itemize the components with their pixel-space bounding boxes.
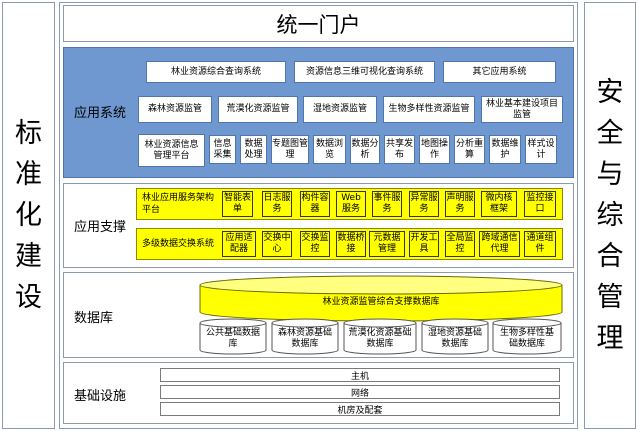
standardization-panel: 标准化建设: [2, 2, 55, 429]
app-row3-item: 样式设计: [525, 135, 557, 164]
support-row1-item: 构件容器: [300, 191, 330, 217]
main-database-cylinder: [199, 275, 563, 322]
unified-portal: 统一门户: [63, 5, 574, 42]
infra-network: 网络: [160, 385, 560, 399]
app-row3-item: 数据浏览: [313, 135, 346, 164]
support-row1-item: 智能表单: [222, 191, 253, 217]
app-row3-item: 数据分析: [350, 135, 380, 164]
app-row3-item: 地图操作: [419, 135, 450, 164]
support-row1-item: 异常服务: [409, 191, 439, 217]
support-row2-item: 全局监控: [445, 231, 475, 257]
app-row3-item: 信息采集: [209, 135, 236, 164]
support-row2-item: 跨域通信代理: [479, 231, 520, 257]
app-row3-item: 数据处理: [240, 135, 267, 164]
support-row2-item: 元数据管理: [369, 231, 405, 257]
app-row3-item: 共享发布: [384, 135, 415, 164]
application-system-label: 应用系统: [74, 105, 127, 121]
base-database-label: 荒漠化资源基础数据库: [348, 328, 412, 349]
support-row2-item: 通道组件: [524, 231, 556, 257]
database-label: 数据库: [74, 310, 114, 326]
support-row1-item: Web服务: [336, 191, 366, 217]
support-row2-item: 交换中心: [262, 231, 292, 257]
app-row3-item: 专题图管理: [271, 135, 309, 164]
security-management-title: 安全与综合管理: [596, 77, 624, 354]
support-row1-item: 声明服务: [445, 191, 475, 217]
infra-datacenter: 机房及配套: [160, 402, 560, 416]
infra-host: 主机: [160, 368, 560, 382]
app-row2-item: 湿地资源监管: [303, 96, 377, 123]
service-platform-label: 林业应用服务架构平台: [142, 193, 215, 215]
app-row3-item: 分析重算: [454, 135, 485, 164]
app-row1-item: 其它应用系统: [443, 61, 556, 83]
base-database-label: 森林资源基础数据库: [277, 328, 332, 349]
application-support-label: 应用支撑: [74, 219, 127, 235]
app-row2-item: 生物多样性资源监管: [383, 96, 475, 123]
infrastructure-label: 基础设施: [74, 388, 127, 404]
main-database-label: 林业资源监管综合支撑数据库: [322, 297, 440, 307]
app-row3-item: 数据维护: [489, 135, 521, 164]
unified-portal-label: 统一门户: [276, 12, 361, 37]
support-row2-item: 交换监控: [300, 231, 330, 257]
app-row1-item: 林业资源综合查询系统: [146, 61, 286, 83]
app-row2-item: 荒漠化资源监管: [218, 96, 298, 123]
standardization-title: 标准化建设: [15, 118, 42, 313]
base-database-label: 公共基础数据库: [205, 328, 260, 349]
app-row1-item: 资源信息三维可视化查询系统: [294, 61, 435, 83]
base-database-label: 湿地资源基础数据库: [427, 328, 482, 349]
support-row1-item: 日志服务: [262, 191, 292, 217]
support-row2-item: 应用适配器: [222, 231, 256, 257]
base-database-label: 生物多样性基础数据库: [499, 328, 554, 349]
security-management-panel: 安全与综合管理: [584, 2, 636, 429]
support-row2-item: 数据桥接: [336, 231, 366, 257]
support-row2-item: 开发工具: [409, 231, 439, 257]
data-exchange-label: 多级数据交换系统: [142, 239, 215, 249]
app-row2-item: 森林资源监管: [138, 96, 212, 123]
base-database-cylinders: [199, 318, 562, 355]
support-row1-item: 事件服务: [372, 191, 402, 217]
info-management-platform: 林业资源信息管理平台: [138, 134, 205, 167]
support-row1-item: 监控接口: [524, 191, 556, 217]
app-row2-item: 林业基本建设项目监管: [481, 96, 563, 123]
support-row1-item: 微内核框架: [481, 191, 517, 217]
